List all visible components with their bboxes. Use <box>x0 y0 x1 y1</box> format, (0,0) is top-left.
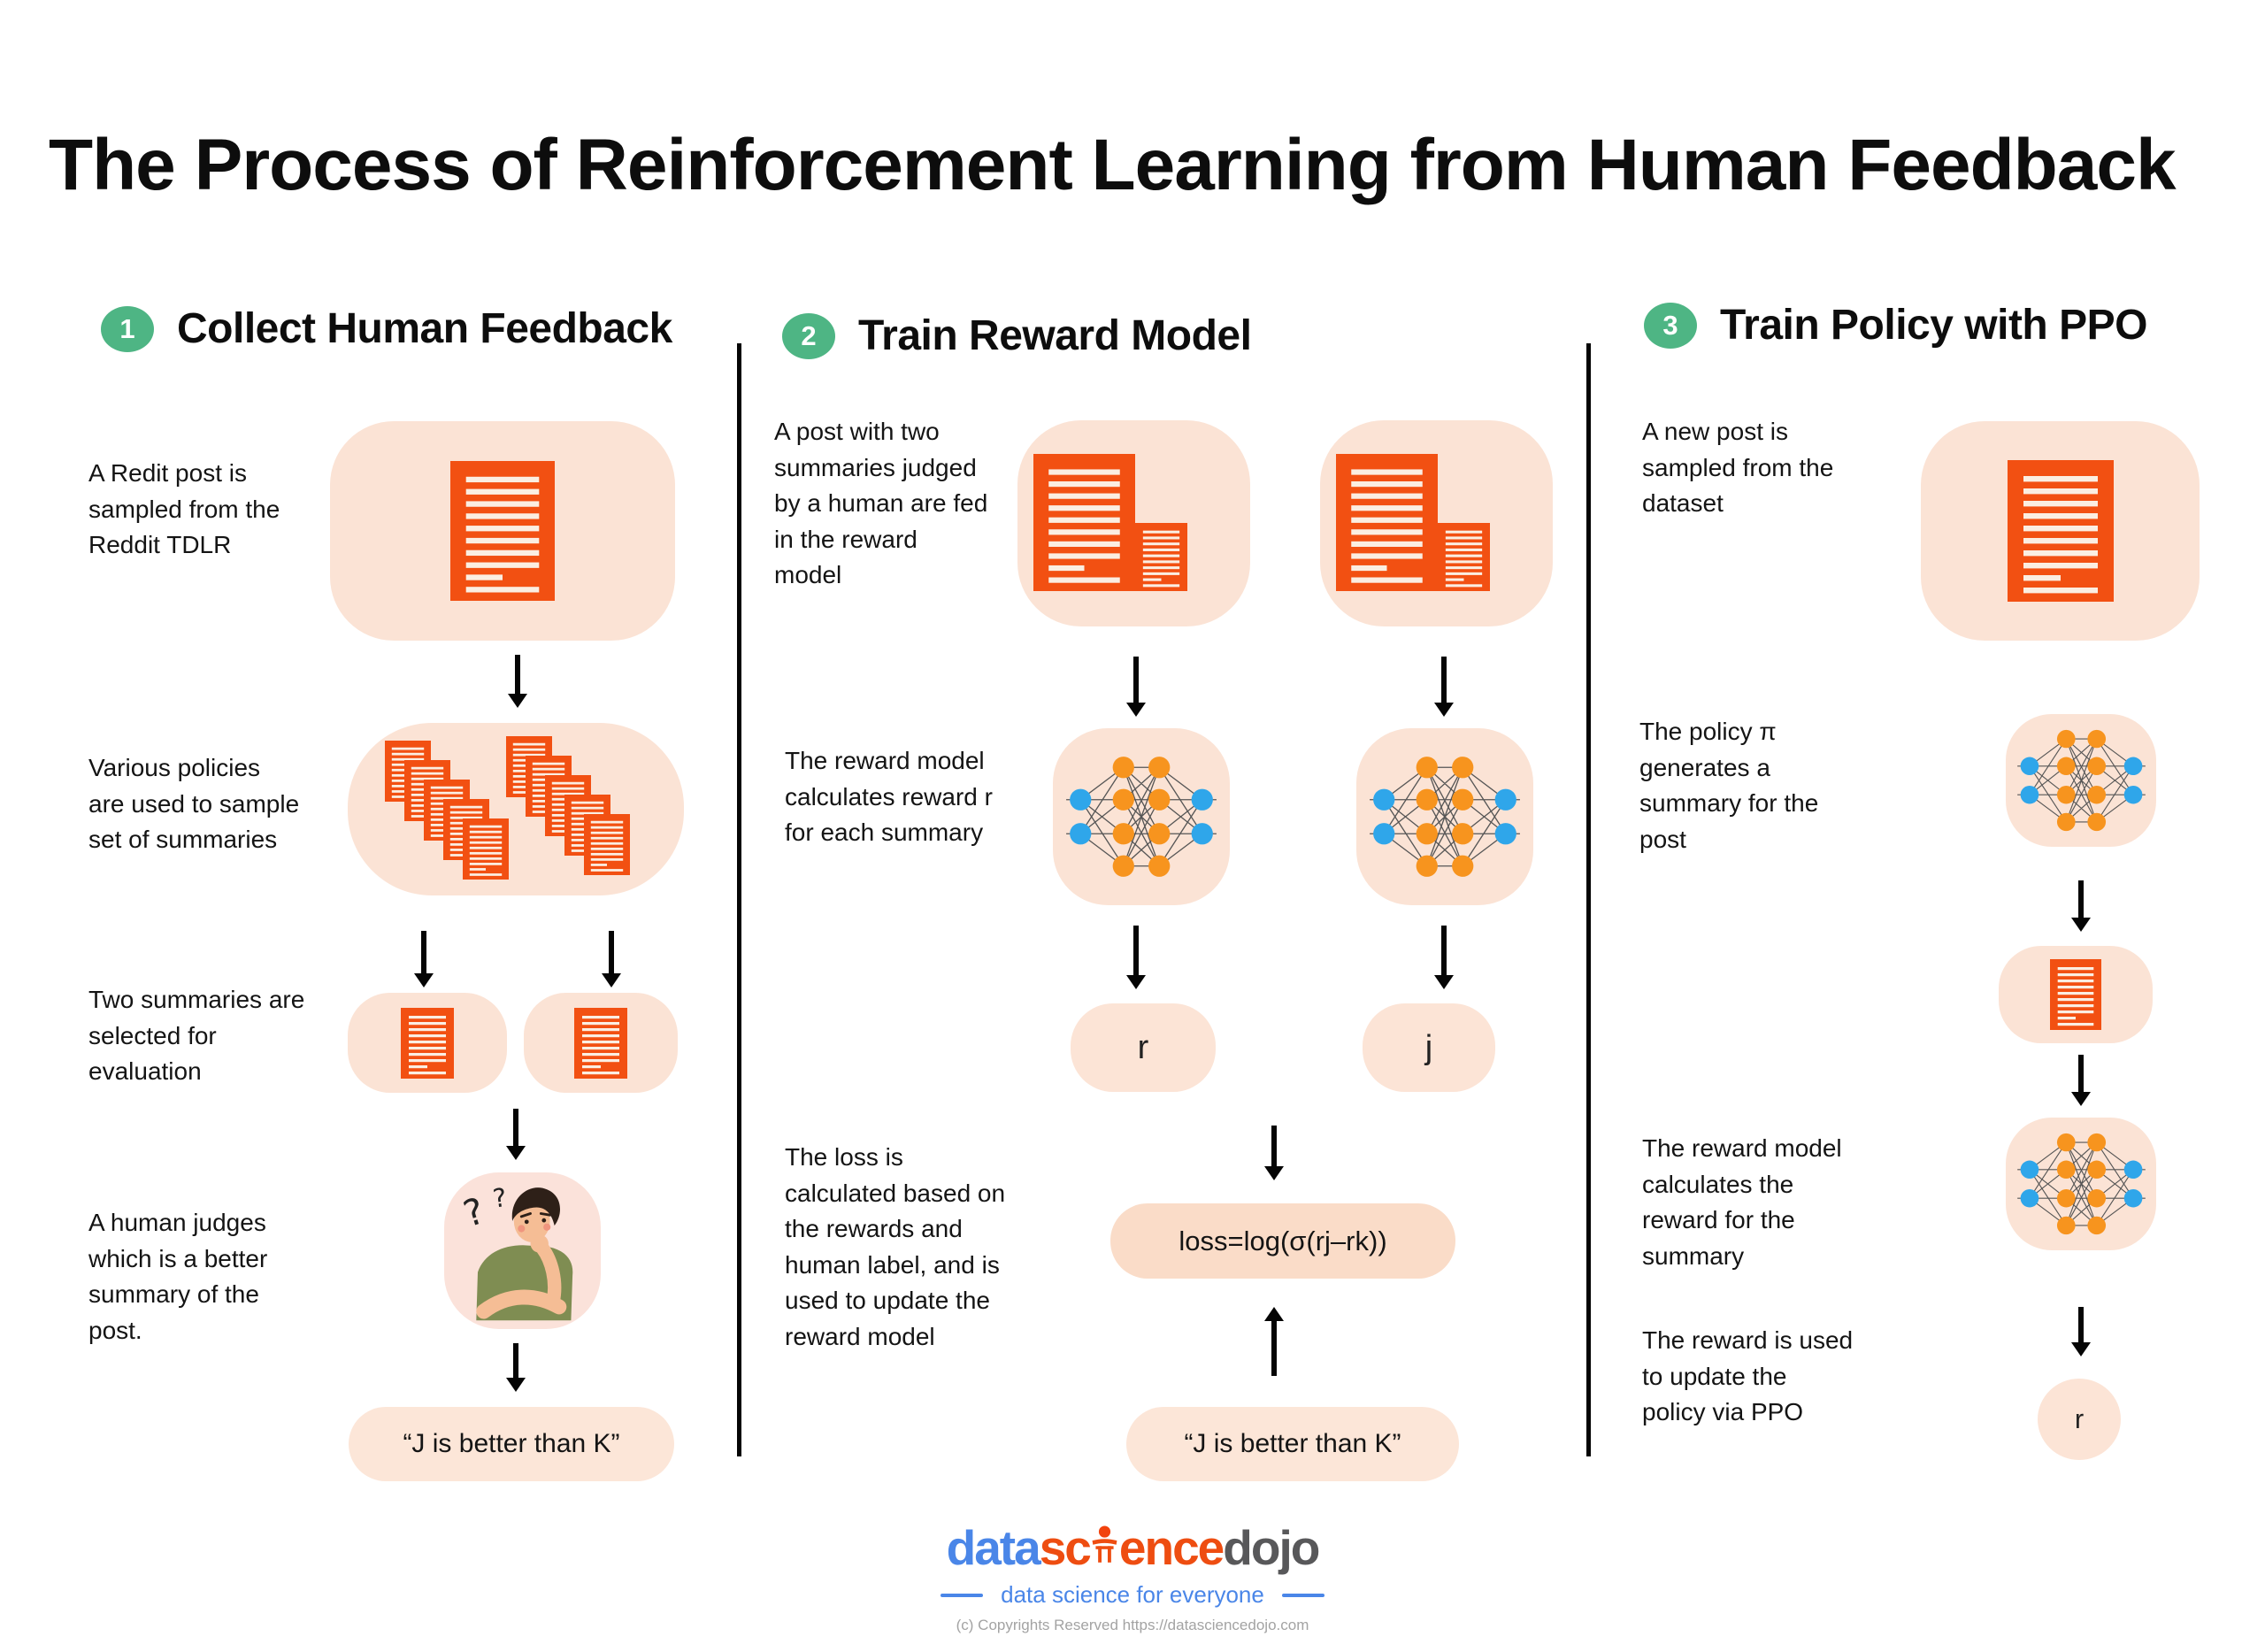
logo-word-data: data <box>946 1520 1041 1575</box>
logo-word-sc: sc <box>1039 1520 1092 1575</box>
document-icon <box>401 1008 454 1079</box>
neural-network-icon <box>2013 1127 2150 1241</box>
summary-j-card <box>348 993 507 1093</box>
document-icon <box>1438 523 1490 591</box>
document-icon <box>463 818 509 880</box>
tagline-dash-right <box>1281 1593 1324 1597</box>
arrow-down-icon <box>2069 880 2092 932</box>
document-icon <box>1033 454 1135 591</box>
step-text: Two summaries are selected for evaluatio… <box>88 986 305 1086</box>
brand-tagline: data science for everyone <box>0 1581 2265 1609</box>
thinking-person-icon <box>448 1176 598 1326</box>
document-icon <box>1336 454 1438 591</box>
document-stack-icon <box>348 723 684 895</box>
document-pair-icon <box>1017 420 1250 626</box>
document-icon <box>2008 460 2114 602</box>
document-icon <box>450 461 555 601</box>
logo-word-ence: ence <box>1118 1520 1225 1575</box>
neural-network-icon <box>2013 724 2150 837</box>
reward-model-card <box>2006 1118 2156 1250</box>
tagline-dash-left <box>941 1593 984 1597</box>
document-icon <box>574 1008 627 1079</box>
loss-formula-text: loss=log(σ(rj–rk)) <box>1179 1225 1387 1256</box>
column-1-header: 1 Collect Human Feedback <box>101 304 672 353</box>
new-post-card <box>1921 421 2200 641</box>
document-icon <box>584 814 630 875</box>
step-text: A Redit post is sampled from the Reddit … <box>88 459 280 559</box>
column-divider-2 <box>1586 343 1591 1456</box>
copyright-text: (c) Copyrights Reserved https://datascie… <box>956 1617 1309 1633</box>
column-2-heading: Train Reward Model <box>858 312 1252 359</box>
human-label-pill: “J is better than K” <box>349 1407 674 1481</box>
arrow-down-icon <box>1263 1126 1286 1180</box>
step-text: A new post is sampled from the dataset <box>1642 418 1834 518</box>
arrow-down-icon <box>1125 657 1148 717</box>
human-label-text: “J is better than K” <box>403 1429 620 1458</box>
column-1-heading: Collect Human Feedback <box>177 305 672 352</box>
arrow-down-icon <box>1125 926 1148 989</box>
arrow-down-icon <box>2069 1307 2092 1356</box>
column-3-heading: Train Policy with PPO <box>1720 302 2147 349</box>
step-text: The reward is used to update the policy … <box>1642 1326 1854 1426</box>
logo-word-dojo: dojo <box>1223 1520 1320 1575</box>
step-text: The reward model calculates the reward f… <box>1642 1134 1842 1270</box>
step-number-badge: 3 <box>1644 302 1697 349</box>
summary-k-card <box>524 993 678 1093</box>
reward-model-card <box>1356 728 1533 905</box>
arrow-down-icon <box>504 1109 527 1160</box>
arrow-up-icon <box>1263 1307 1286 1376</box>
column-2-header: 2 Train Reward Model <box>782 311 1252 360</box>
reward-j-label: j <box>1424 1028 1433 1066</box>
summaries-set-card <box>348 723 684 895</box>
document-icon <box>1135 523 1187 591</box>
neural-network-icon <box>1364 749 1525 884</box>
reward-model-card <box>1053 728 1230 905</box>
step-text: The policy π generates a summary for the… <box>1639 718 1819 853</box>
step-text: A post with two summaries judged by a hu… <box>774 418 988 589</box>
tagline-text: data science for everyone <box>1001 1581 1264 1608</box>
step-text: A human judges which is a better summary… <box>88 1209 268 1344</box>
reward-r-bubble: r <box>1071 1003 1216 1092</box>
step-number-badge: 2 <box>782 312 835 359</box>
arrow-down-icon <box>1432 926 1455 989</box>
reward-r-bubble: r <box>2038 1379 2121 1460</box>
step-text: Various policies are used to sample set … <box>88 754 300 854</box>
post-summary-j-card <box>1017 420 1250 626</box>
reddit-post-card <box>330 421 675 641</box>
arrow-down-icon <box>2069 1055 2092 1106</box>
column-divider-1 <box>737 343 741 1456</box>
human-judge-card <box>444 1172 601 1329</box>
arrow-down-icon <box>1432 657 1455 717</box>
torii-gate-icon <box>1091 1524 1118 1564</box>
column-3-header: 3 Train Policy with PPO <box>1644 301 2147 350</box>
neural-network-icon <box>1061 749 1222 884</box>
step-number-badge: 1 <box>101 305 154 352</box>
reward-r-label: r <box>2074 1403 2085 1434</box>
page-title: The Process of Reinforcement Learning fr… <box>49 125 2177 205</box>
arrow-down-icon <box>504 1343 527 1392</box>
document-icon <box>2050 959 2101 1030</box>
loss-formula-pill: loss=log(σ(rj–rk)) <box>1110 1203 1455 1279</box>
step-text: The loss is calculated based on the rewa… <box>785 1143 1006 1350</box>
document-pair-icon <box>1320 420 1553 626</box>
human-label-text: “J is better than K” <box>1184 1429 1401 1458</box>
reward-r-label: r <box>1137 1028 1149 1066</box>
generated-summary-card <box>1999 946 2153 1043</box>
policy-model-card <box>2006 714 2156 847</box>
post-summary-k-card <box>1320 420 1553 626</box>
reward-j-bubble: j <box>1363 1003 1495 1092</box>
step-text: The reward model calculates reward r for… <box>785 747 993 847</box>
arrow-down-icon <box>600 931 623 987</box>
arrow-down-icon <box>412 931 435 987</box>
human-label-pill: “J is better than K” <box>1126 1407 1459 1481</box>
arrow-down-icon <box>506 655 529 708</box>
